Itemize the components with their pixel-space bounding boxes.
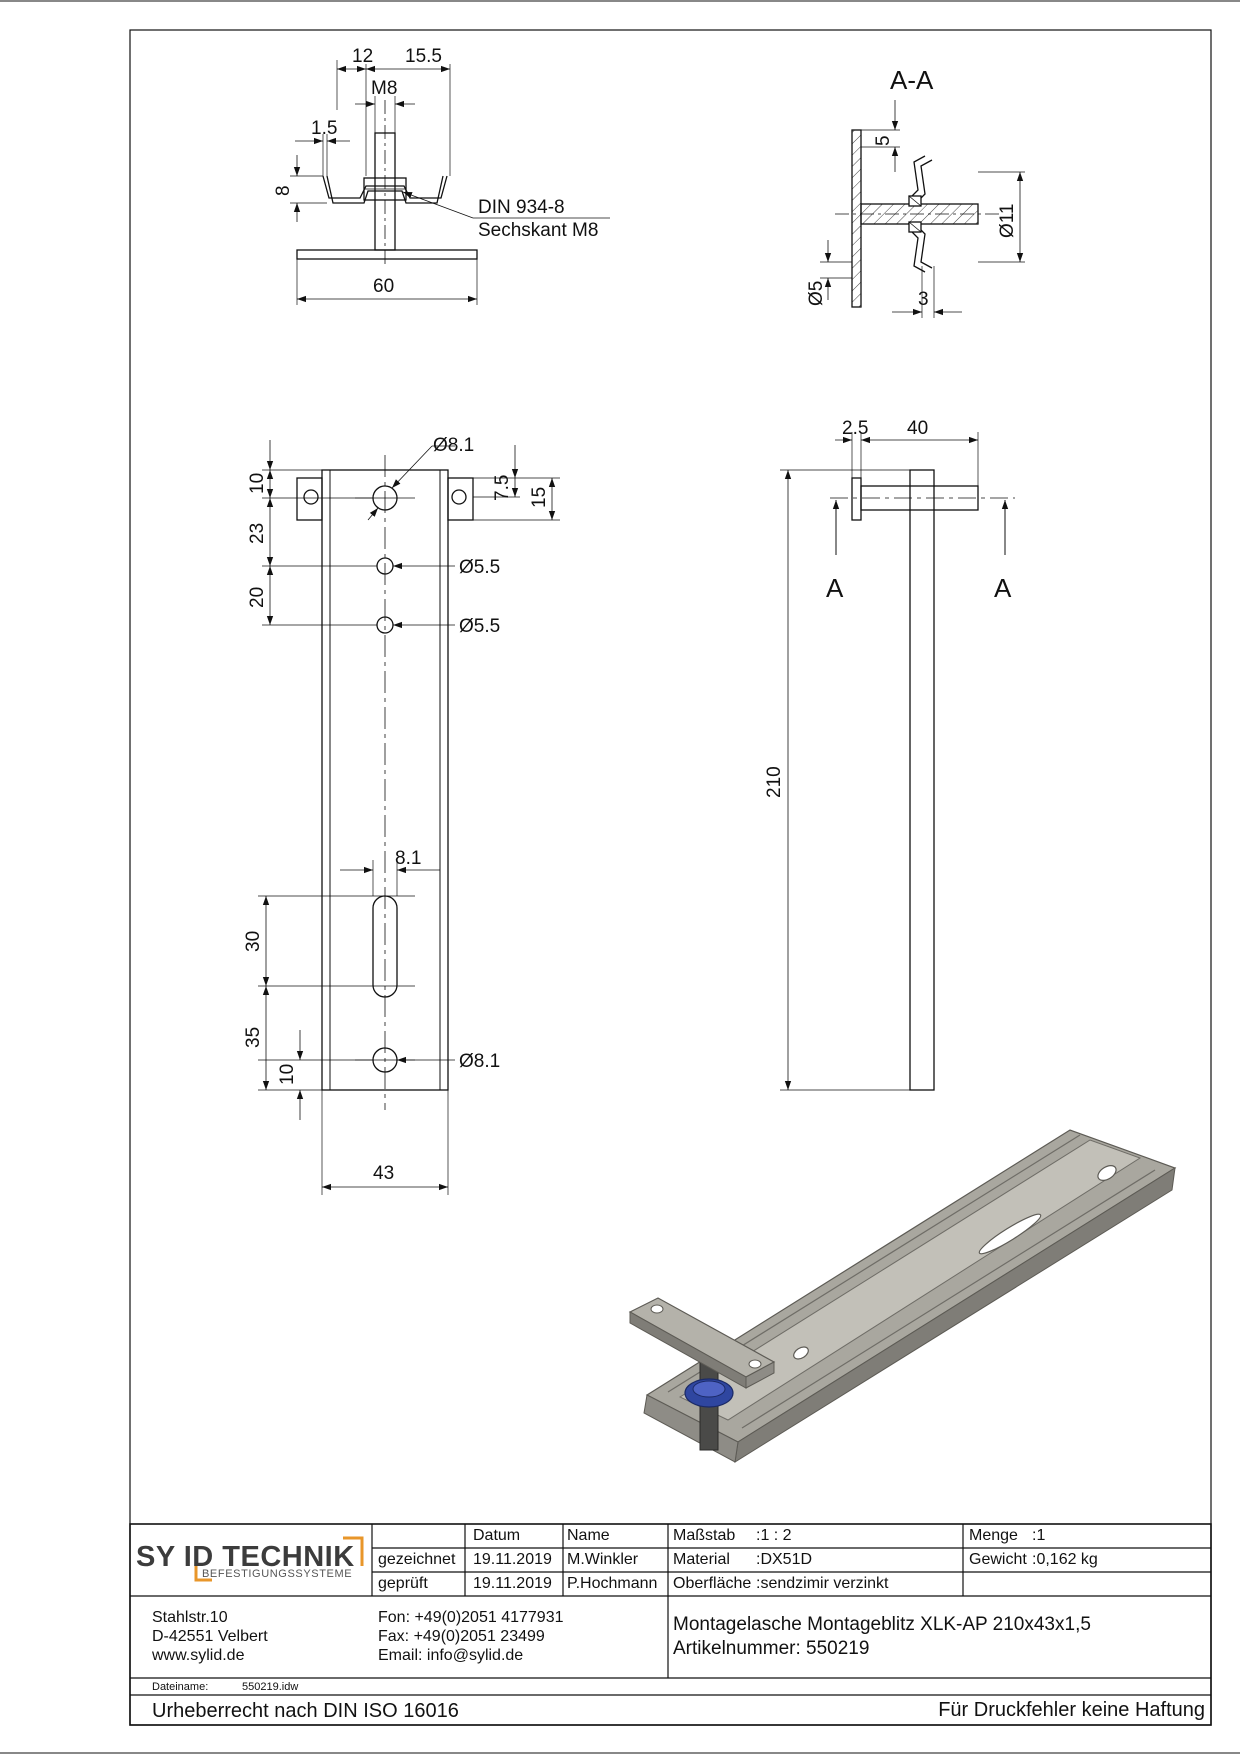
side-view xyxy=(780,432,1015,1091)
dim-sec-d11: Ø11 xyxy=(997,203,1018,238)
dim-sec-3: 3 xyxy=(918,289,929,310)
gewicht-label: Gewicht xyxy=(969,1551,1027,1568)
dim-front-7-5: 7.5 xyxy=(492,475,513,501)
nut-label-din: DIN 934-8 xyxy=(478,197,565,218)
dim-front-43: 43 xyxy=(373,1163,394,1184)
dim-front-15: 15 xyxy=(529,487,550,508)
contact-fax: Fax: +49(0)2051 23499 xyxy=(378,1628,545,1645)
material-value: :DX51D xyxy=(756,1551,813,1568)
row-label-geprueft: geprüft xyxy=(378,1575,428,1592)
product-name: Montagelasche Montageblitz XLK-AP 210x43… xyxy=(673,1614,1091,1635)
dateiname-label: Dateiname: xyxy=(152,1681,209,1693)
material-label: Material xyxy=(673,1551,730,1568)
nut-label-sechskant: Sechskant M8 xyxy=(478,220,598,241)
dim-hole-d8-1-top: Ø8.1 xyxy=(433,435,474,456)
geprueft-datum: 19.11.2019 xyxy=(473,1575,552,1592)
company-logo: SY ID TECHNIK xyxy=(136,1541,355,1573)
gezeichnet-name: M.Winkler xyxy=(567,1551,639,1568)
dim-m8: M8 xyxy=(371,78,397,99)
title-block-grid xyxy=(129,1523,1212,1726)
dim-hole-d8-1-bottom: Ø8.1 xyxy=(459,1051,500,1072)
dim-15-5: 15.5 xyxy=(405,46,442,67)
dim-12: 12 xyxy=(352,46,373,67)
dim-front-35: 35 xyxy=(243,1027,264,1048)
oberflaeche-label: Oberfläche xyxy=(673,1575,752,1592)
dim-front-10: 10 xyxy=(247,473,268,494)
top-view xyxy=(290,60,610,305)
copyright-note: Urheberrecht nach DIN ISO 16016 xyxy=(152,1700,459,1722)
dim-sec-d5: Ø5 xyxy=(806,281,827,306)
dim-front-10-bottom: 10 xyxy=(277,1064,298,1085)
dim-side-2-5: 2.5 xyxy=(842,418,868,439)
dim-60: 60 xyxy=(373,276,394,297)
massstab-value: :1 : 2 xyxy=(756,1527,792,1544)
menge-value: :1 xyxy=(1032,1527,1046,1544)
disclaimer-note: Für Druckfehler keine Haftung xyxy=(938,1699,1205,1721)
geprueft-name: P.Hochmann xyxy=(567,1575,658,1592)
dateiname-value: 550219.idw xyxy=(242,1681,299,1693)
dim-side-40: 40 xyxy=(907,418,928,439)
dim-front-20: 20 xyxy=(247,587,268,608)
section-mark-right: A xyxy=(994,573,1012,603)
dim-hole-d5-5-a: Ø5.5 xyxy=(459,557,500,578)
dim-8: 8 xyxy=(273,185,294,196)
front-view xyxy=(258,440,560,1195)
dim-front-23: 23 xyxy=(247,523,268,544)
gezeichnet-datum: 19.11.2019 xyxy=(473,1551,552,1568)
contact-email: Email: info@sylid.de xyxy=(378,1647,524,1664)
row-label-gezeichnet: gezeichnet xyxy=(378,1551,456,1568)
section-title: A-A xyxy=(890,65,934,95)
address-street: Stahlstr.10 xyxy=(152,1609,228,1626)
dim-sec-5: 5 xyxy=(873,135,894,146)
article-number: Artikelnummer: 550219 xyxy=(673,1638,870,1659)
company-logo-subtitle: BEFESTIGUNGSSYSTEME xyxy=(202,1568,353,1580)
col-header-name: Name xyxy=(567,1527,610,1544)
dim-1-5: 1.5 xyxy=(311,118,337,139)
dim-front-30: 30 xyxy=(243,931,264,952)
section-mark-left: A xyxy=(826,573,844,603)
dim-hole-d5-5-b: Ø5.5 xyxy=(459,616,500,637)
dim-slot-8-1: 8.1 xyxy=(395,848,421,869)
menge-label: Menge xyxy=(969,1527,1018,1544)
logo-bracket xyxy=(194,1536,364,1582)
address-city: D-42551 Velbert xyxy=(152,1628,268,1645)
contact-fon: Fon: +49(0)2051 4177931 xyxy=(378,1609,564,1626)
section-a-a xyxy=(820,100,1025,318)
address-web: www.sylid.de xyxy=(152,1647,245,1664)
isometric-render xyxy=(628,1129,1177,1463)
massstab-label: Maßstab xyxy=(673,1527,736,1544)
dim-side-210: 210 xyxy=(764,766,785,798)
gewicht-value: :0,162 kg xyxy=(1032,1551,1098,1568)
col-header-datum: Datum xyxy=(473,1527,521,1544)
oberflaeche-value: :sendzimir verzinkt xyxy=(756,1575,889,1592)
